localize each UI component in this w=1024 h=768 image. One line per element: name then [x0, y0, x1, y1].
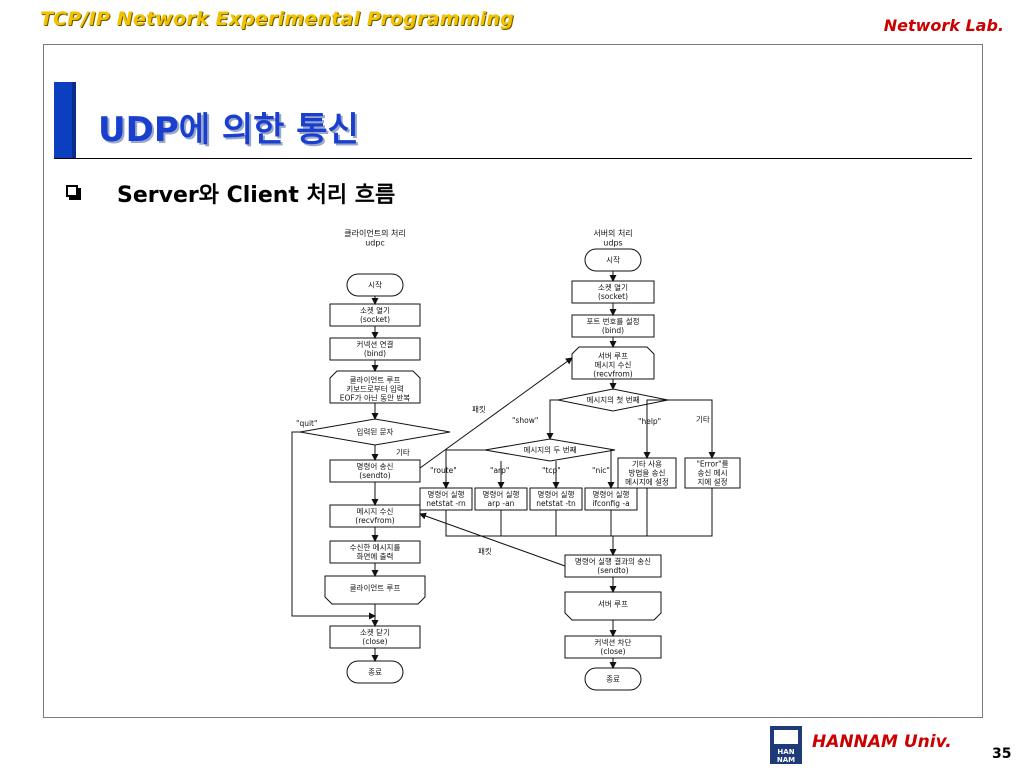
bullet-text: Server와 Client 처리 흐름 — [117, 183, 396, 208]
client-loop-start-text: EOF가 아닌 동안 반복 — [340, 393, 411, 403]
university-logo-mark — [774, 730, 798, 744]
server-bind-text: (bind) — [602, 326, 624, 335]
client-bind-text: 커넥션 연결 — [357, 339, 394, 349]
server-nic-label: "nic" — [592, 466, 610, 475]
packet-label-2: 패킷 — [478, 546, 492, 556]
client-print-text: 수신한 메시지를 — [350, 543, 401, 552]
server-cmd-arp-text: arp -an — [488, 499, 515, 508]
server-loop-end — [564, 591, 662, 621]
server-route-label: "route" — [430, 466, 457, 475]
server-cmd-arp-text: 명령어 실행 — [483, 489, 520, 499]
client-close-text: 소켓 닫기 — [360, 627, 390, 637]
university-name: HANNAM Univ. — [812, 732, 952, 752]
slide-frame — [43, 44, 983, 718]
client-start-text: 시작 — [368, 280, 382, 290]
server-other-label: 기타 — [696, 415, 710, 424]
title-divider — [54, 158, 972, 159]
client-loop-end — [324, 575, 426, 605]
server-cmd-route-text: netstat -rn — [426, 499, 466, 508]
server-end-text: 종료 — [606, 675, 620, 684]
server-route-branch — [442, 449, 485, 489]
server-sendto-text: (sendto) — [597, 566, 628, 575]
server-merge-error — [647, 488, 713, 537]
server-loop-start — [571, 346, 655, 380]
server-help-label: "help" — [638, 417, 661, 426]
client-socket-text: (socket) — [360, 315, 390, 324]
client-loop-start-text: 클라이언트 루프 — [350, 375, 401, 385]
server-sendto-text: 명령어 실행 결과의 송신 — [575, 556, 651, 566]
server-cmd-nic-text: 명령어 실행 — [593, 489, 630, 499]
packet-to-client — [419, 512, 566, 567]
header-bar: TCP/IP Network Experimental Programming … — [0, 0, 1024, 44]
packet-to-server — [419, 357, 573, 469]
slide-title: UDP에 의한 통신 — [98, 110, 359, 150]
server-error-box-text: 송신 메시 — [698, 469, 728, 478]
client-bind-text: (bind) — [364, 349, 386, 358]
course-title: TCP/IP Network Experimental Programming — [40, 8, 514, 30]
server-help-branch — [643, 399, 668, 459]
client-heading-text: udpc — [365, 239, 385, 248]
title-accent-bar — [54, 82, 76, 158]
server-bind-text: 포트 번호를 설정 — [586, 316, 639, 326]
server-close-text: (close) — [600, 647, 625, 656]
server-help-box-text: 기타 사용 — [632, 460, 662, 469]
server-arp-label: "arp" — [490, 466, 509, 475]
university-logo-text: HAN NAM — [776, 748, 796, 764]
server-close-text: 커넥션 차단 — [595, 637, 632, 647]
server-show-label: "show" — [512, 416, 538, 425]
client-other-label: 기타 — [396, 448, 410, 457]
server-socket-text: (socket) — [598, 292, 628, 301]
checkbox-bullet-icon — [66, 185, 78, 197]
server-start-text: 시작 — [606, 255, 620, 265]
packet-label-1: 패킷 — [472, 404, 486, 414]
server-heading-text: 서버의 처리 — [593, 228, 632, 238]
client-loop-start-text: 키보드로부터 입력 — [346, 385, 404, 394]
server-cmd-route-text: 명령어 실행 — [428, 489, 465, 499]
server-loop-start-text: 서버 루프 — [598, 351, 628, 361]
server-cmd-nic-text: ifconfig -a — [592, 499, 629, 508]
client-heading-text: 클라이언트의 처리 — [344, 228, 405, 238]
client-quit-path — [291, 431, 376, 620]
server-loop-start-text: 메시지 수신 — [595, 361, 632, 370]
server-other-branch — [647, 399, 716, 459]
client-print-text: 화면에 출력 — [357, 551, 394, 561]
client-quit-label: "quit" — [296, 419, 317, 428]
server-error-box-text: 지에 설정 — [698, 477, 728, 487]
client-loop-start — [329, 370, 421, 404]
server-cmd-tcp-text: 명령어 실행 — [538, 489, 575, 499]
client-recvfrom-text: (recvfrom) — [355, 516, 394, 525]
server-tcp-label: "tcp" — [542, 466, 561, 475]
client-sendto-text: 명령어 송신 — [357, 461, 394, 471]
server-nic-branch — [607, 449, 615, 489]
server-help-box-text: 메시지에 설정 — [625, 477, 669, 487]
server-first-decision-text: 메시지의 첫 번째 — [586, 395, 639, 405]
server-heading-text: udps — [603, 239, 622, 248]
title-accent-bar-shade — [72, 82, 76, 158]
server-show-branch — [546, 399, 558, 440]
server-help-box-text: 방법을 송신 — [629, 468, 666, 478]
client-socket-text: 소켓 열기 — [360, 305, 390, 315]
client-close-text: (close) — [362, 637, 387, 646]
server-loop-start-text: (recvfrom) — [593, 370, 632, 379]
server-loop-end-text: 서버 루프 — [598, 599, 628, 609]
client-sendto-text: (sendto) — [359, 471, 390, 480]
server-cmd-tcp-text: netstat -tn — [536, 499, 576, 508]
client-loop-end-text: 클라이언트 루프 — [350, 583, 401, 593]
client-input-decision-text: 입력된 문자 — [357, 427, 394, 437]
client-end-text: 종료 — [368, 668, 382, 677]
client-input-decision — [299, 418, 451, 446]
server-socket-text: 소켓 열기 — [598, 282, 628, 292]
client-recvfrom-text: 메시지 수신 — [357, 507, 394, 516]
page-number: 35 — [992, 746, 1012, 762]
server-error-box-text: "Error"를 — [696, 460, 728, 469]
server-second-decision-text: 메시지의 두 번째 — [523, 445, 576, 455]
lab-name: Network Lab. — [883, 16, 1004, 35]
